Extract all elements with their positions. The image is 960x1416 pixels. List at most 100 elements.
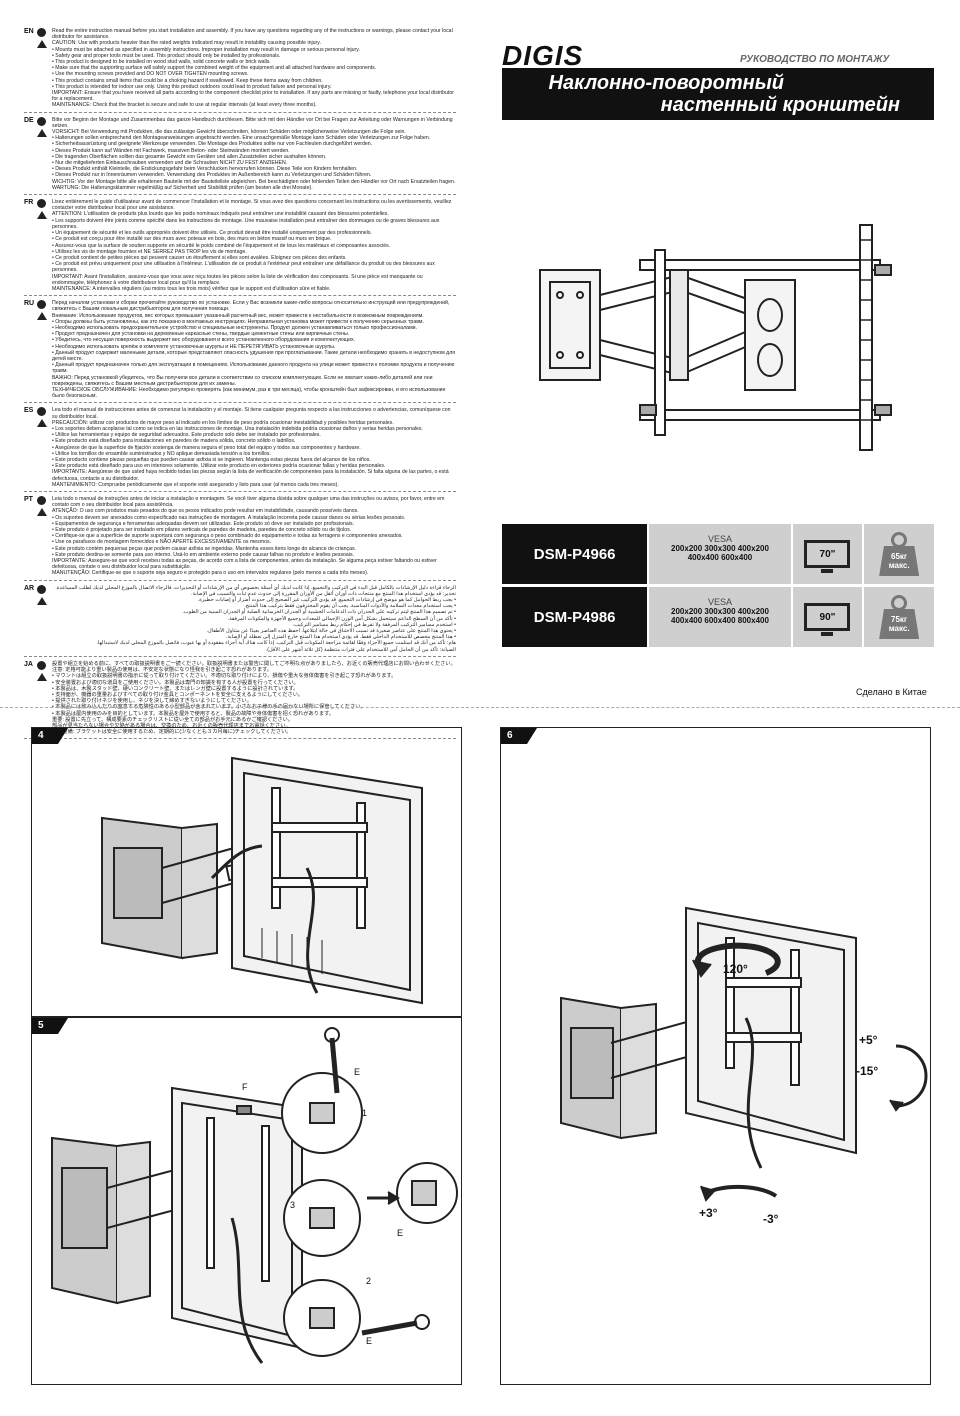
instruction-line: Bitte vor Beginn der Montage und Zusamme… xyxy=(52,116,453,129)
lang-block-fr: FR Lisez entièrement le guide d'utilisate… xyxy=(24,199,456,297)
step-6-number: 6 xyxy=(501,728,537,744)
step-5-illustration xyxy=(51,1027,458,1364)
vesa-sizes-2: 400x400 600x400 800x400 xyxy=(671,616,769,625)
instruction-line: Read the entire instruction manual befor… xyxy=(52,28,453,41)
instruction-line: • Необходимо использовать предохранитель… xyxy=(52,324,417,331)
instruction-line: الصيانة: تأكد من أن الحامل آمن للاستخدام… xyxy=(265,646,456,653)
instruction-line: • يجب ربط الحوامل كما هو موضح في إرشادات… xyxy=(197,597,456,604)
instruction-line: • Die tragenden Oberflächen sollten das … xyxy=(52,153,327,160)
instruction-line: 注意: 定格可能より重い製品の使用は、不安定な状態になり怪我を引き起こす恐れがあ… xyxy=(52,667,273,674)
instruction-line: • Los soportes deben acoplarse tal como … xyxy=(52,425,423,432)
instruction-line: ТЕХНИЧЕСКОЕ ОБСЛУЖИВАНИЕ: Необходимо рег… xyxy=(52,386,446,400)
instruction-line: 設置や組立を始める前に、すべての取扱説明書をご一読ください。取扱説明書または警告… xyxy=(52,660,456,667)
manual-label: РУКОВОДСТВО ПО МОНТАЖУ xyxy=(740,54,890,65)
step-5-number: 5 xyxy=(32,1018,68,1034)
instruction-line: • Ce produit est conçu pour être install… xyxy=(52,236,332,243)
book-icon xyxy=(37,584,46,594)
instruction-line: • Este producto está diseñado para insta… xyxy=(52,438,296,445)
instruction-line: • 支持面が、機器の重量およびすべての取り付け金具とコンポーネントを安全に支える… xyxy=(52,691,304,698)
instruction-line: • Este produto é projetado para ser inst… xyxy=(52,527,352,534)
level-minus-angle: -3° xyxy=(763,1212,779,1226)
warning-icon xyxy=(37,128,47,137)
screen-size: 90" xyxy=(819,611,836,623)
lang-code: FR xyxy=(24,199,34,207)
instruction-line: • Убедитесь, что несущая поверхность выд… xyxy=(52,337,356,344)
vesa-label: VESA xyxy=(707,597,732,607)
instruction-line: • Este producto está diseñado para uso e… xyxy=(52,463,386,470)
instruction-line: • Use the mounting screws provided and D… xyxy=(52,71,249,78)
instruction-line: • 提供された取り付けネジを使用し、ネジを決して締めすぎないようにしてください。 xyxy=(52,698,252,705)
step-5-panel: 5 xyxy=(31,1017,462,1385)
title-line-1: Наклонно-поворотный xyxy=(548,72,784,94)
tilt-down-angle: -15° xyxy=(856,1064,879,1078)
instruction-line: • Este produto contém pequenas peças que… xyxy=(52,545,357,552)
instruction-line: MAINTENANCE: A intervalles réguliers (au… xyxy=(52,285,331,292)
instruction-line: • This product contains small items that… xyxy=(52,77,323,84)
step-6-panel: 6 120° xyxy=(500,727,931,1385)
instruction-line: • 本製品は屋内使用のみを目的としています。本製品を屋外で使用すると、製品の故障… xyxy=(52,710,334,717)
instructions-column: EN Read the entire instruction manual bef… xyxy=(24,28,456,743)
model-name: DSM-P4986 xyxy=(502,587,648,647)
book-icon xyxy=(37,300,46,310)
instruction-line: IMPORTANT: Ensure that you have received… xyxy=(52,90,454,103)
instruction-line: MANUTENÇÃO: Certifique-se que o suporte … xyxy=(52,570,369,577)
swivel-angle: 120° xyxy=(723,962,748,976)
instruction-line: ATENÇÃO: O uso com produtos mais pesados… xyxy=(52,508,359,515)
instruction-line: الرجاء قراءة دليل الإرشادات بالكامل قبل … xyxy=(55,584,456,591)
label-e-mid: E xyxy=(397,1228,404,1238)
instruction-line: WICHTIG: Vor der Montage bitte alle erha… xyxy=(52,178,456,185)
warning-icon xyxy=(37,596,47,605)
brand-logo: DIGIS xyxy=(502,40,584,71)
instruction-line: • Utilice las herramientas y equipo de s… xyxy=(52,432,321,439)
instruction-line: • マウントは組立の取扱説明書の指示に従って取り付けてください。不適切な取り付け… xyxy=(52,673,397,680)
instruction-line: هام: تأكد من أنك قد استلمت جميع الأجزاء … xyxy=(96,640,457,647)
made-in-label: Сделано в Китае xyxy=(856,687,927,697)
instruction-line: IMPORTANTE: Asegúrese de que usted haya … xyxy=(52,469,449,482)
instruction-line: • Dieses Produkt kann auf Wänden mit Fac… xyxy=(52,147,290,154)
instruction-line: Внимание: Использование продуктов, вес к… xyxy=(52,312,424,319)
instruction-line: • يجب استخدام معدات السلامة والأدوات الم… xyxy=(244,603,456,610)
instruction-line: • Sicherheitsausrüstung und geeignete We… xyxy=(52,141,373,148)
tv-icon: 90" xyxy=(804,603,851,636)
instruction-line: • Utilice los tornillos de ensamble sumi… xyxy=(52,450,271,457)
instruction-line: • 安全装置および適切な道具をご使用ください。本製品は専門の知識を有する人が設置… xyxy=(52,679,299,686)
instruction-line: ВАЖНО: Перед установкой убедитесь, что В… xyxy=(52,374,433,387)
lang-code: EN xyxy=(24,28,34,35)
instruction-line: MANTENIMIENTO: Compruebe periódicamente … xyxy=(52,481,339,488)
instruction-line: • Mounts must be attached as specified i… xyxy=(52,46,360,53)
instruction-line: • 本製品は、木製スタッド壁、硬いコンクリート壁、またはレンガ壁に設置するように… xyxy=(52,685,299,692)
instruction-line: Lea todo el manual de instrucciones ante… xyxy=(52,407,451,420)
book-icon xyxy=(37,660,46,670)
warning-icon xyxy=(37,40,47,48)
instruction-line: • تأكد من أن السطح الداعم سيتحمل بشكل آم… xyxy=(227,615,456,622)
instruction-line: • Un équipement de sécurité et les outil… xyxy=(52,230,372,237)
weight-label: макс. xyxy=(888,624,910,633)
book-icon xyxy=(37,407,46,417)
instruction-line: • Ce produit est prévu uniquement pour u… xyxy=(52,261,435,274)
vesa-sizes-1: 200x200 300x300 400x200 xyxy=(671,544,769,553)
instruction-line: 部品が見当たらない場合や欠陥がある場合は、交換のため、お近くの販売代理店までお電… xyxy=(52,722,291,729)
weight-value: 65кг xyxy=(891,552,908,561)
instruction-line: MAINTENANCE: Check that the bracket is s… xyxy=(52,102,317,109)
level-plus-angle: +3° xyxy=(699,1206,718,1220)
instruction-line: Lisez entièrement le guide d'utilisateur… xyxy=(52,199,452,212)
instruction-line: • Equipamentos de segurança e ferramenta… xyxy=(52,520,355,527)
label-e-top: E xyxy=(354,1067,361,1077)
tv-icon: 70" xyxy=(804,540,851,573)
instruction-line: • This product is designed to be install… xyxy=(52,59,271,66)
instruction-line: • Este produto destina-se somente para u… xyxy=(52,551,355,558)
instruction-line: • Os suportes devem ser anexados como es… xyxy=(52,514,406,521)
weight-label: макс. xyxy=(888,561,910,570)
warning-icon xyxy=(37,508,47,517)
instruction-line: • Este producto contiene piezas pequeñas… xyxy=(52,457,371,463)
step-6-illustration xyxy=(560,906,928,1202)
model-name: DSM-P4966 xyxy=(502,524,648,584)
instruction-line: • Make sure that the supporting surface … xyxy=(52,65,377,72)
instruction-line: تحذير: قد يؤدي استخدام هذا المنتج مع منت… xyxy=(191,590,456,597)
instruction-line: • Utilisez les vis de montage fournies e… xyxy=(52,248,247,255)
